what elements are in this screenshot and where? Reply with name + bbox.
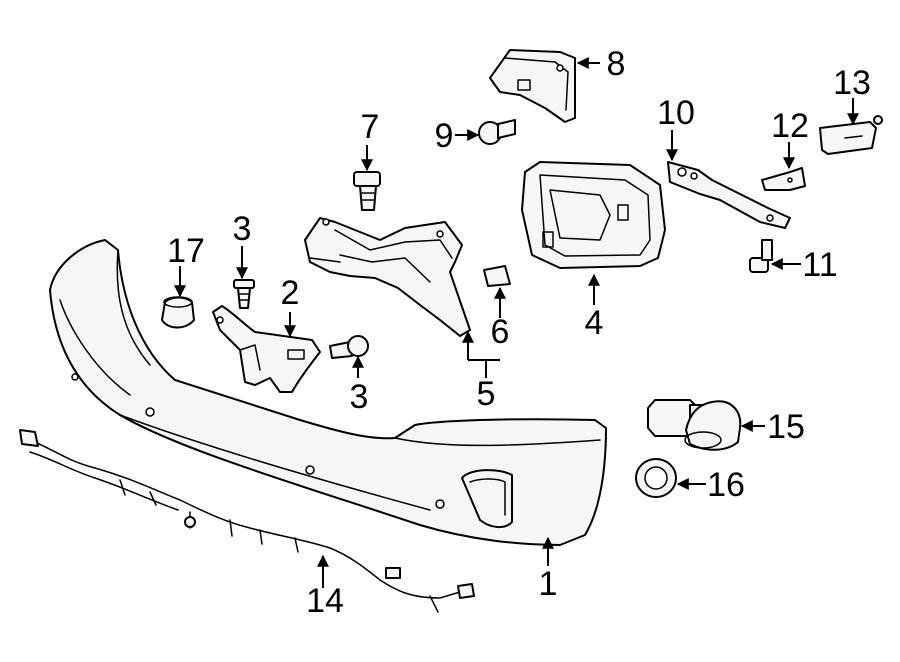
callout-9: 9 [435, 117, 454, 155]
callout-7: 7 [361, 108, 380, 146]
bumper-face-bar [49, 239, 607, 546]
bolt-part-9 [478, 119, 516, 145]
callout-13: 13 [833, 64, 871, 102]
callout-2: 2 [281, 274, 300, 312]
bolt-part-3-side [329, 335, 369, 359]
callout-5: 5 [477, 375, 496, 413]
callout-labels: 1 2 3 3 4 5 6 7 8 9 10 11 12 13 14 15 16… [167, 45, 871, 620]
upper-bracket-part-8 [489, 49, 576, 123]
bolt-part-7 [353, 171, 381, 211]
callout-11: 11 [802, 246, 837, 284]
small-bracket-part-12 [761, 167, 806, 191]
callout-1: 1 [539, 565, 558, 603]
callout-14: 14 [306, 582, 344, 620]
callout-17: 17 [167, 232, 205, 270]
sensor-retainer-ring [635, 458, 677, 498]
support-strap-part-10 [667, 161, 791, 229]
callout-3-top: 3 [233, 210, 252, 248]
bumper-pad-part-17 [161, 296, 195, 329]
park-assist-sensor [647, 399, 742, 451]
callout-6: 6 [491, 313, 510, 351]
callout-4: 4 [585, 304, 604, 342]
bracket-part-2 [212, 305, 321, 393]
bracket-part-13 [819, 115, 883, 155]
callout-16: 16 [707, 466, 745, 504]
callout-10: 10 [657, 94, 695, 132]
bolt-part-3-top [233, 279, 255, 309]
callout-15: 15 [767, 408, 805, 446]
mounting-bracket-part-5 [304, 217, 471, 337]
wiring-harness [19, 429, 475, 613]
callout-12: 12 [771, 107, 809, 145]
bumper-end-bracket [521, 161, 666, 269]
leader-lines [174, 57, 859, 588]
clip-nut-part-6 [483, 265, 511, 287]
callout-3-bottom: 3 [350, 378, 369, 416]
callout-8: 8 [607, 45, 626, 83]
bolt-part-11 [749, 239, 773, 273]
